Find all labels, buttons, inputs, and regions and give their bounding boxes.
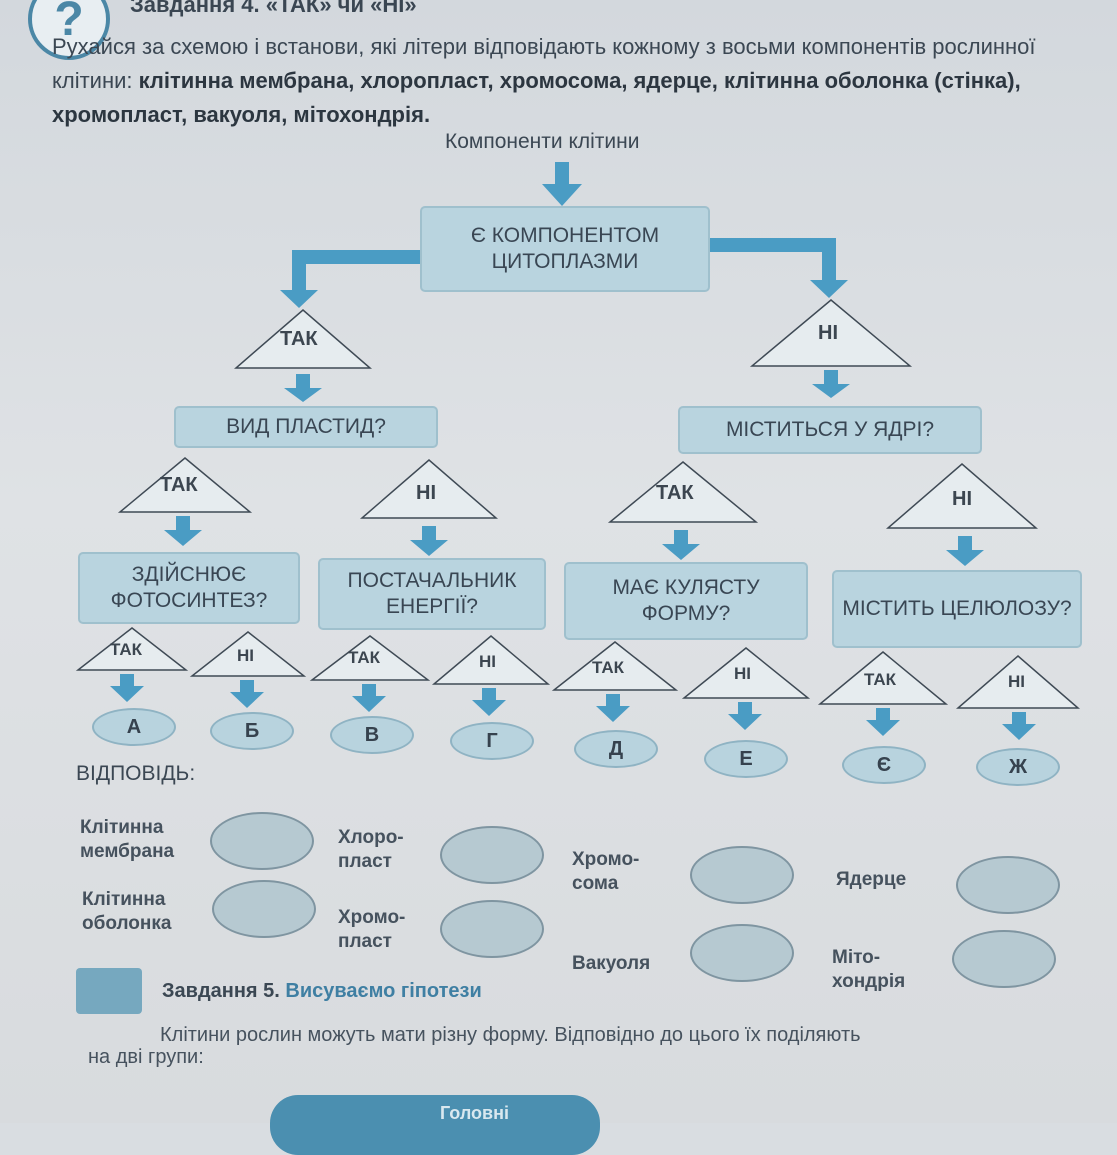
question-mark-icon: ? (28, 0, 110, 60)
no-triangle-7 (955, 655, 1081, 709)
spherical-shape-question-box: МАЄ КУЛЯСТУ ФОРМУ? (564, 562, 808, 640)
task5-text-line2: на дві групи: (88, 1046, 204, 1068)
task-title: Завдання 4. «ТАК» чи «НІ» (130, 0, 417, 17)
task5-text-line1: Клітини рослин можуть мати різну форму. … (160, 1024, 861, 1046)
answer-label-chromoplast: Хромо-пласт (338, 907, 406, 952)
letter-ye: Є (842, 746, 926, 784)
answer-label-chloroplast: Хлоро-пласт (338, 827, 404, 872)
yes-triangle-3 (607, 461, 759, 523)
yes-triangle-5 (309, 635, 431, 681)
answer-field-chromosome[interactable] (690, 846, 794, 904)
no-triangle-2 (359, 459, 499, 519)
yes-label: ТАК (280, 328, 318, 350)
task5-title: Висуваємо гіпотези (285, 980, 482, 1002)
answer-title: ВІДПОВІДЬ: (76, 762, 196, 785)
cellulose-question-box: МІСТИТЬ ЦЕЛЮЛОЗУ? (832, 570, 1082, 648)
letter-d: Д (574, 730, 658, 768)
answer-field-cell-wall[interactable] (212, 880, 316, 938)
diagram-top-label: Компоненти клітини (445, 130, 640, 153)
components-list: клітинна мембрана, хлоропласт, хромосома… (52, 68, 1021, 127)
yes-triangle-1 (233, 309, 373, 369)
answer-label-nucleolus: Ядерце (836, 869, 907, 890)
yes-label: ТАК (592, 658, 624, 677)
answer-field-membrane[interactable] (210, 812, 314, 870)
yes-triangle-7 (817, 651, 949, 705)
nucleus-question-box: МІСТИТЬСЯ У ЯДРІ? (678, 406, 982, 454)
yes-triangle-2 (117, 457, 253, 513)
yes-label: ТАК (110, 640, 142, 659)
answer-label-membrane: Клітинна мембрана (80, 817, 175, 862)
answer-label-cell-wall: Клітинна оболонка (82, 889, 172, 934)
yes-label: ТАК (656, 482, 694, 504)
no-label: НІ (479, 652, 496, 671)
answer-label-mitochondria: Міто-хондрія (832, 947, 906, 992)
yes-label: ТАК (864, 670, 896, 689)
yes-label: ТАК (348, 648, 380, 667)
plastid-question-box: ВИД ПЛАСТИД? (174, 406, 438, 448)
no-label: НІ (952, 488, 972, 510)
energy-question-box: ПОСТАЧАЛЬНИК ЕНЕРГІЇ? (318, 558, 546, 630)
letter-e: Е (704, 740, 788, 778)
no-triangle-5 (431, 635, 551, 685)
no-label: НІ (818, 322, 838, 344)
yes-triangle-6 (551, 641, 679, 691)
task-instruction: Рухайся за схемою і встанови, які літери… (52, 30, 1112, 132)
no-label: НІ (237, 646, 254, 665)
letter-h: Г (450, 722, 534, 760)
no-triangle-3 (885, 463, 1039, 529)
section-tab-label: Головні (440, 1103, 509, 1123)
no-label: НІ (734, 664, 751, 683)
answer-label-vacuole: Вакуоля (572, 953, 651, 974)
task5-heading: Завдання 5. Висуваємо гіпотези (162, 980, 482, 1003)
section-tab (270, 1095, 600, 1155)
instruction-text: Рухайся за схемою і встанови, які літери… (52, 34, 1036, 93)
answer-field-chloroplast[interactable] (440, 826, 544, 884)
no-triangle-6 (681, 647, 811, 699)
answer-field-nucleolus[interactable] (956, 856, 1060, 914)
task5-label: Завдання 5. (162, 980, 280, 1002)
no-triangle-4 (189, 631, 307, 677)
no-label: НІ (1008, 672, 1025, 691)
letter-v: В (330, 716, 414, 754)
diagram-connectors (75, 162, 1081, 740)
letter-b: Б (210, 712, 294, 750)
root-question-box: Є КОМПОНЕНТОМ ЦИТОПЛАЗМИ (420, 206, 710, 292)
book-icon (76, 968, 142, 1014)
answer-field-vacuole[interactable] (690, 924, 794, 982)
answer-field-chromoplast[interactable] (440, 900, 544, 958)
yes-label: ТАК (160, 474, 198, 496)
letter-a: А (92, 708, 176, 746)
letter-zh: Ж (976, 748, 1060, 786)
yes-triangle-4 (75, 627, 189, 671)
answer-field-mitochondria[interactable] (952, 930, 1056, 988)
no-triangle-1 (749, 299, 913, 367)
answer-label-chromosome: Хромо-сома (572, 849, 640, 894)
no-label: НІ (416, 482, 436, 504)
photosynthesis-question-box: ЗДІЙСНЮЄ ФОТОСИНТЕЗ? (78, 552, 300, 624)
